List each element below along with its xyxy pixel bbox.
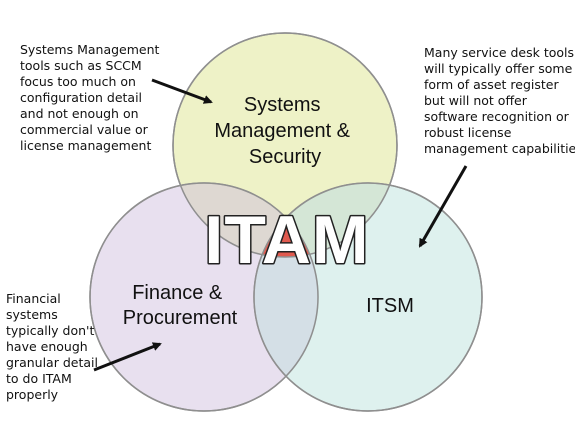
note-line: to do ITAM [6,371,72,386]
arrow-itsm-note [418,165,468,248]
note-line: software recognition or [424,109,569,124]
note-line: focus too much on [20,74,136,89]
note-line: Many service desk tools [424,45,575,60]
itam-center-label: ITAM [204,202,369,278]
note-line: configuration detail [20,90,143,105]
outline-right [253,182,483,412]
note-systems-management: Systems Management tools such as SCCM fo… [20,42,159,154]
outline-top [172,32,398,258]
note-line: and not enough on [20,106,139,121]
label-finance-procurement: Finance & Procurement [123,282,238,329]
arrow-finance-note [93,342,162,372]
note-financial-systems: Financial systems typically don't have e… [6,291,98,403]
label-itsm: ITSM [366,295,414,317]
note-line: commercial value or [20,122,148,137]
note-line: management capabilities [424,141,575,156]
note-line: properly [6,387,59,402]
note-line: have enough [6,339,88,354]
note-line: tools such as SCCM [20,58,142,73]
note-line: license management [20,138,152,153]
overlap-top-right [254,183,397,257]
note-line: typically don't [6,323,95,338]
note-line: but will not offer [424,93,527,108]
arrow-systems-management-note [151,78,213,104]
note-line: granular detail [6,355,98,370]
note-line: form of asset register [424,77,559,92]
note-line: systems [6,307,58,322]
label-systems-management: Systems Management & Security [214,94,355,168]
note-service-desk: Many service desk tools will typically o… [424,45,575,157]
overlap-top-left [173,183,318,257]
outline-left [89,182,319,412]
note-line: robust license [424,125,512,140]
note-line: will typically offer some [424,61,573,76]
note-line: Systems Management [20,42,160,57]
note-line: Financial [6,291,61,306]
